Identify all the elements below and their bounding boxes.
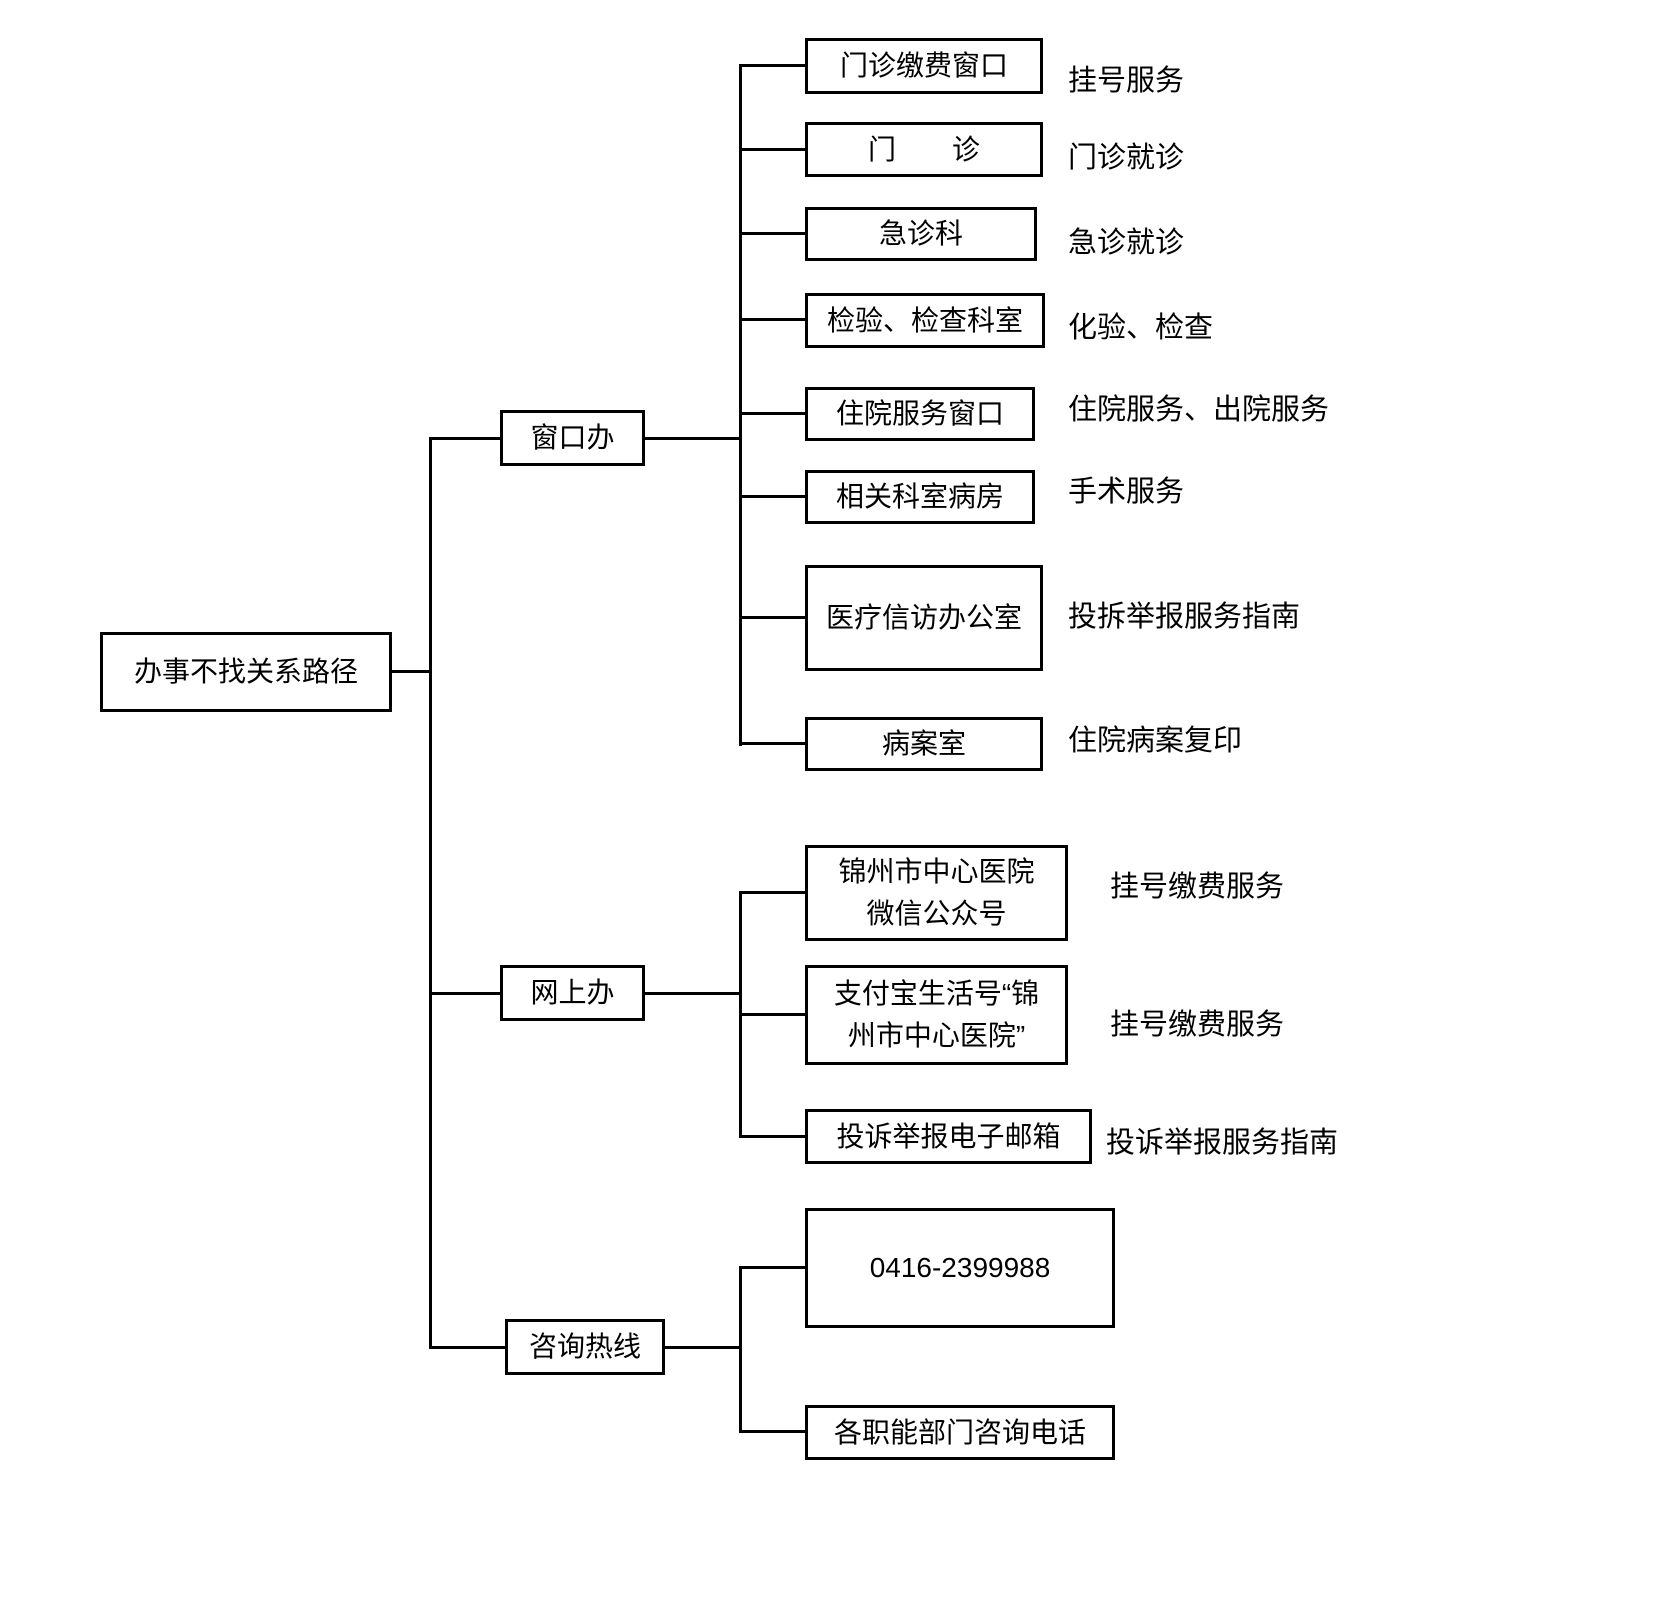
node-alipay-life-account: 支付宝生活号“锦 州市中心医院” <box>805 965 1068 1065</box>
note-label: 挂号服务 <box>1068 65 1185 97</box>
node-medical-complaints-office: 医疗信访办公室 <box>805 565 1043 671</box>
connector-line <box>740 616 805 619</box>
note-label: 住院病案复印 <box>1068 725 1243 757</box>
connector-line <box>740 1430 805 1433</box>
connector-line <box>430 1346 505 1349</box>
node-inpatient-service-window: 住院服务窗口 <box>805 387 1035 441</box>
note-label: 急诊就诊 <box>1068 227 1185 259</box>
connector-line <box>429 437 432 1349</box>
root-node: 办事不找关系路径 <box>100 632 392 712</box>
note-label: 投诉举报服务指南 <box>1106 1127 1339 1159</box>
connector-line <box>739 64 742 746</box>
note-label: 投拆举报服务指南 <box>1068 601 1301 633</box>
connector-line <box>740 232 805 235</box>
connector-line <box>740 742 805 745</box>
note-label: 手术服务 <box>1068 476 1185 508</box>
node-wechat-official-account: 锦州市中心医院 微信公众号 <box>805 845 1068 941</box>
connector-line <box>740 891 805 894</box>
connector-line <box>740 64 805 67</box>
note-label: 挂号缴费服务 <box>1110 1009 1285 1041</box>
branch-node-window-service: 窗口办 <box>500 410 645 466</box>
node-dept-phone-numbers: 各职能部门咨询电话 <box>805 1405 1115 1460</box>
connector-line <box>740 495 805 498</box>
connector-line <box>740 1266 805 1269</box>
connector-line <box>430 992 500 995</box>
note-label: 门诊就诊 <box>1068 142 1185 174</box>
connector-line <box>645 437 740 440</box>
node-emergency-dept: 急诊科 <box>805 207 1037 261</box>
note-label: 住院服务、出院服务 <box>1068 394 1330 426</box>
node-outpatient-payment-window: 门诊缴费窗口 <box>805 38 1043 94</box>
note-label: 挂号缴费服务 <box>1110 871 1285 903</box>
connector-line <box>740 1013 805 1016</box>
connector-line <box>645 992 740 995</box>
node-medical-records-room: 病案室 <box>805 717 1043 771</box>
node-related-dept-ward: 相关科室病房 <box>805 470 1035 524</box>
connector-line <box>740 318 805 321</box>
connector-line <box>740 1135 805 1138</box>
connector-line <box>430 437 500 440</box>
connector-line <box>739 1266 742 1433</box>
connector-line <box>392 670 430 673</box>
note-label: 化验、检查 <box>1068 312 1214 344</box>
connector-line <box>665 1346 740 1349</box>
connector-line <box>740 412 805 415</box>
node-outpatient: 门 诊 <box>805 122 1043 177</box>
branch-node-hotline: 咨询热线 <box>505 1319 665 1375</box>
branch-node-online-service: 网上办 <box>500 965 645 1021</box>
node-lab-exam-dept: 检验、检查科室 <box>805 293 1045 348</box>
node-hotline-number: 0416-2399988 <box>805 1208 1115 1328</box>
connector-line <box>740 148 805 151</box>
node-complaint-email: 投诉举报电子邮箱 <box>805 1109 1092 1164</box>
